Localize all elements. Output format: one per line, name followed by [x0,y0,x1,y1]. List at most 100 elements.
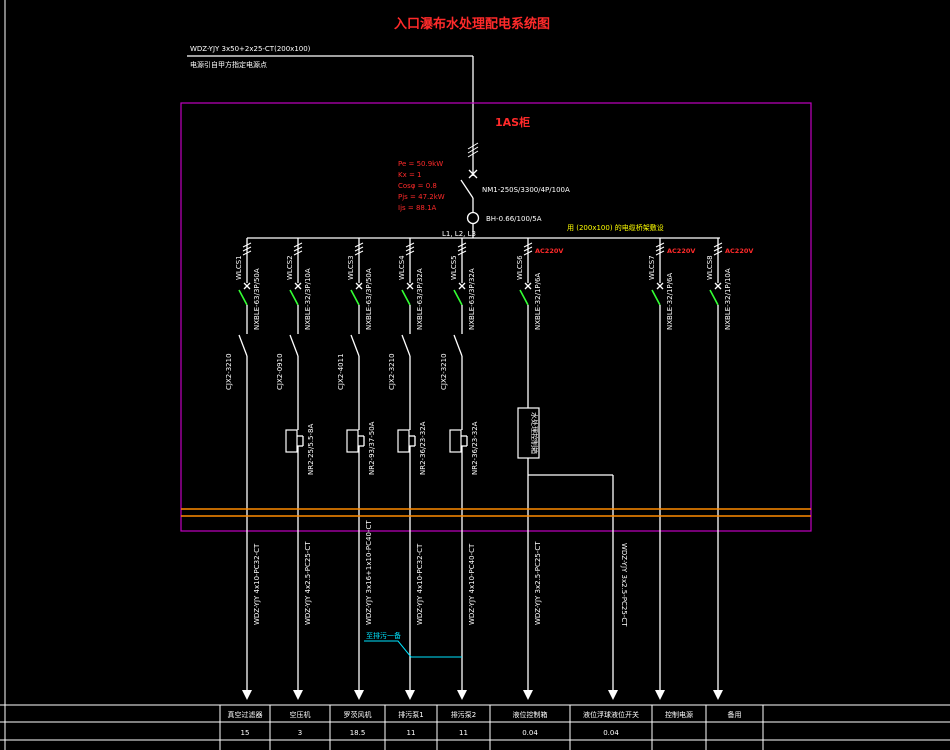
annotation-text: 至排污一备 [366,631,401,640]
thermal-relay-symbol [346,429,359,453]
calc-kx: Kx = 1 [398,171,422,179]
table-column-lines [219,705,764,750]
float-switch-cable-label: WDZ-YJY 3x2.5-PC25-CT [620,543,628,627]
panel-frame [180,102,812,532]
incoming-source-note: 电源引自甲方指定电源点 [190,60,267,69]
thermal-relay-symbol [397,429,410,453]
table-load-name: 真空过滤器 [228,710,263,719]
voltage-label-WLCS8: AC220V [725,247,753,255]
breaker-cross [294,282,302,290]
annotation-leader: 至排污一备 [364,631,462,658]
circuit-id-WLCS3: WLCS3 [347,255,355,280]
breaker-blade [350,289,360,306]
load-schedule-table [0,704,950,741]
contactor-spec-WLCS2: CJX2-0910 [276,353,284,390]
contactor-spec-WLCS5: CJX2-3210 [440,353,448,390]
table-load-name: 液位控制箱 [513,710,548,719]
feeder-arrow [354,690,364,700]
current-transformer-symbol [466,211,480,225]
breaker-spec-WLCS5: NXBLE-63/3P/32A [468,268,476,330]
breaker-blade [453,289,463,306]
breaker-blade [401,289,411,306]
feeder-arrow [242,690,252,700]
table-load-power: 3 [298,729,302,737]
thermal-relay-spec-WLCS3: NR2-93/37-50A [368,421,376,475]
diagram-title: 入口瀑布水处理配电系统图 [394,16,550,32]
panel-name: 1AS柜 [495,115,530,129]
cable-spec-WLCS1: WDZ-YJY 4x10-PC32-CT [253,543,261,625]
cable-spec-WLCS5: WDZ-YJY 4x10-PC40-CT [468,543,476,625]
load-calculation: Pe = 50.9kW Kx = 1 Cosφ = 0.8 Pjs = 47.2… [398,160,445,212]
thermal-relay-spec-WLCS2: NR2-25/5.5-8A [307,424,315,475]
main-breaker-symbol [460,169,478,212]
water-control-box-symbol [517,407,540,459]
breaker-cross [243,282,251,290]
breaker-spec-WLCS8: NXBLE-32/1P/10A [724,268,732,330]
thermal-relay-spec-WLCS4: NR2-36/23-32A [419,421,427,475]
contactor-spec-WLCS3: CJX2-4011 [337,353,345,390]
contactor-blade [453,334,463,357]
table-load-power: 11 [459,729,468,737]
circuit-id-WLCS4: WLCS4 [398,255,406,280]
table-load-power: 15 [241,729,250,737]
cable-spec-WLCS3: WDZ-YJY 3x16+1x10-PC40-CT [365,520,373,625]
table-load-power: 0.04 [603,729,619,737]
thermal-relay-symbol [449,429,462,453]
breaker-spec-WLCS6: NXBLE-32/1P/6A [534,273,542,330]
table-load-name: 控制电源 [665,710,693,719]
table-cells: 真空过滤器 15 空压机 3 罗茨风机 18.5 排污泵1 11 排污泵2 11 液位控制箱 0.04… [228,710,742,737]
contactor-blade [289,334,299,357]
breaker-spec-WLCS4: NXBLE-63/3P/32A [416,268,424,330]
current-transformer-label: BH-0.66/100/5A [486,215,542,223]
breaker-blade [238,289,248,306]
calc-pe: Pe = 50.9kW [398,160,443,168]
incoming-cable-label: WDZ-YJY 3x50+2x25-CT(200x100) [190,45,311,53]
float-switch-branch: 水处理控制箱 WDZ-YJY 3x2.5-PC25-CT [517,407,628,700]
incoming-phase-marks [467,142,479,158]
calc-pjs: Pjs = 47.2kW [398,193,445,201]
breaker-spec-WLCS2: NXBLE-32/3P/10A [304,268,312,330]
voltage-label-WLCS6: AC220V [535,247,563,255]
breaker-blade [289,289,299,306]
busbar-note: 用 (200x100) 的电缆桥架敷设 [567,223,664,232]
breaker-spec-WLCS1: NXBLE-63/3P/50A [253,268,261,330]
contactor-blade [401,334,411,357]
table-load-name: 排污泵1 [398,710,423,719]
breaker-blade [651,289,661,306]
feeder-arrow [293,690,303,700]
breaker-spec-WLCS3: NXBLE-63/3P/50A [365,268,373,330]
table-load-power: 0.04 [522,729,538,737]
table-load-power: 18.5 [350,729,366,737]
breaker-blade [709,289,719,306]
breaker-cross [458,282,466,290]
feeder-arrow [457,690,467,700]
contactor-spec-WLCS1: CJX2-3210 [225,353,233,390]
voltage-label-WLCS7: AC220V [667,247,695,255]
thermal-relay-spec-WLCS5: NR2-36/23-32A [471,421,479,475]
breaker-cross [656,282,664,290]
contactor-blade [350,334,360,357]
table-load-name: 空压机 [290,710,311,719]
feeder-arrow [523,690,533,700]
cable-spec-WLCS2: WDZ-YJY 4x2.5-PC25-CT [304,541,312,625]
calc-cos: Cosφ = 0.8 [398,182,437,190]
circuit-id-WLCS5: WLCS5 [450,255,458,280]
thermal-relay-symbol [285,429,298,453]
calc-ijs: Ijs = 88.1A [398,204,437,212]
feeder-arrow [655,690,665,700]
table-load-name: 罗茨风机 [344,710,372,719]
circuit-id-WLCS7: WLCS7 [648,255,656,280]
table-load-power: 11 [407,729,416,737]
feeder-arrow [405,690,415,700]
circuit-id-WLCS6: WLCS6 [516,255,524,280]
main-breaker-label: NM1-250S/3300/4P/100A [482,186,570,194]
water-control-box-label: 水处理控制箱 [530,412,539,454]
contactor-spec-WLCS4: CJX2-3210 [388,353,396,390]
contactor-blade [238,334,248,357]
breaker-cross [355,282,363,290]
cable-spec-WLCS4: WDZ-YJY 4x10-PC32-CT [416,543,424,625]
table-load-name: 排污泵2 [451,710,476,719]
breaker-cross [406,282,414,290]
